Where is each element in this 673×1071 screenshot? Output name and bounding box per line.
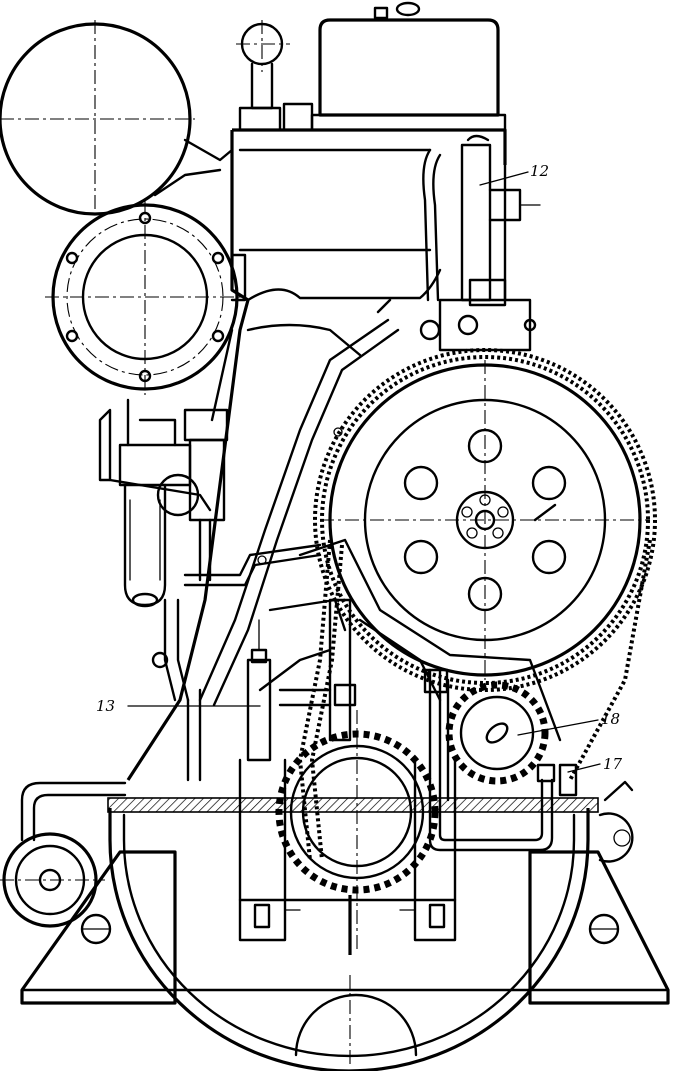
pump-rods bbox=[246, 598, 357, 762]
leader-line-18 bbox=[517, 719, 599, 736]
chain-housing bbox=[258, 538, 562, 742]
engine-base bbox=[20, 850, 670, 1005]
air-filter bbox=[0, 20, 234, 216]
callout-label-17: 17 bbox=[603, 755, 623, 773]
callout-label-12: 12 bbox=[530, 162, 549, 180]
leader-line-17 bbox=[567, 763, 601, 773]
right-pulley bbox=[598, 780, 634, 863]
valve-cover bbox=[310, 1, 507, 132]
base-plate bbox=[107, 797, 599, 813]
timing-gear-large bbox=[320, 360, 650, 680]
drive-pulley bbox=[0, 832, 105, 928]
oil-pump-gear bbox=[445, 678, 549, 802]
callout-label-18: 18 bbox=[601, 710, 620, 728]
fuel-lines bbox=[151, 543, 322, 782]
distributor-housing bbox=[419, 134, 541, 352]
exhaust-flange bbox=[45, 200, 247, 395]
breather-cap bbox=[236, 20, 314, 132]
timing-chain bbox=[297, 348, 657, 861]
leader-line-12 bbox=[479, 171, 529, 186]
callout-label-13: 13 bbox=[96, 697, 115, 715]
crankshaft-sprocket bbox=[238, 710, 457, 955]
carburettor bbox=[98, 398, 229, 608]
oil-pipe-diagonal bbox=[198, 298, 400, 707]
oil-pipe-right bbox=[423, 668, 578, 852]
oil-pipe-left bbox=[20, 781, 127, 842]
